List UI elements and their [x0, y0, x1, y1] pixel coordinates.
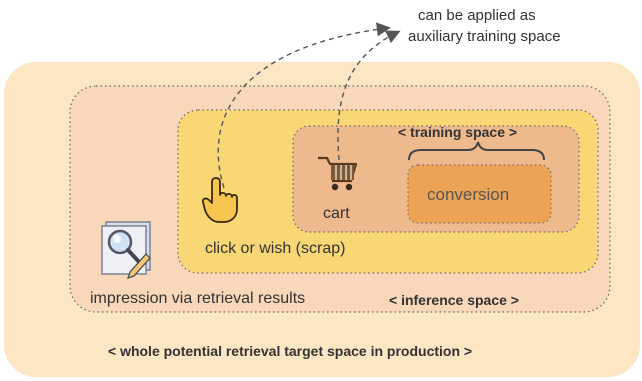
training-space-brace [408, 141, 545, 161]
arrow-from-click [217, 22, 391, 189]
impression-label: impression via retrieval results [90, 290, 306, 307]
training-space-label: < training space > [398, 124, 518, 140]
annotation-line-2: auxiliary training space [408, 28, 561, 45]
arrow-from-cart [337, 30, 401, 161]
conversion-box [407, 164, 552, 224]
click-or-wish-label: click or wish (scrap) [205, 240, 346, 257]
shopping-cart-icon [318, 156, 358, 191]
annotation-line-1: can be applied as [418, 7, 536, 24]
cart-label: cart [323, 205, 350, 222]
inference-space-label: < inference space > [389, 292, 519, 308]
pointing-hand-icon [201, 177, 238, 223]
whole-space-label: < whole potential retrieval target space… [108, 343, 473, 359]
conversion-label: conversion [427, 185, 510, 204]
magnifier-document-icon [101, 221, 151, 279]
